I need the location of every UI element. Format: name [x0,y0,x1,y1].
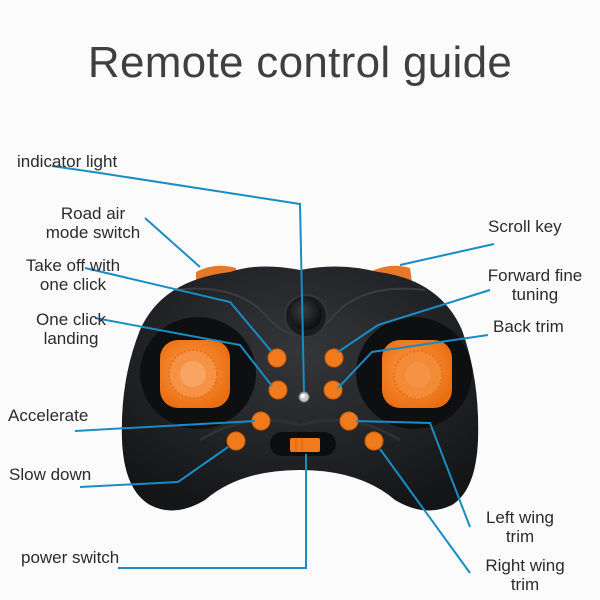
leader-forward-trim [337,289,491,353]
left-joystick [160,340,230,408]
label-left-wing-trim: Left wing trim [474,508,566,546]
leader-accelerate [74,420,256,432]
right-wing-trim-button [364,431,384,451]
label-road-air-mode-switch: Road air mode switch [34,204,152,242]
landing-button [268,380,288,400]
forward-trim-button [324,348,344,368]
label-line: trim [510,575,540,594]
label-line: trim [505,527,535,546]
leader-road-air-switch [144,217,201,268]
label-right-wing-trim: Right wing trim [474,556,576,594]
page-title: Remote control guide [87,38,513,87]
label-line: Forward fine [487,266,583,285]
label-line: One click [36,310,106,329]
label-line: Road air [60,204,126,223]
label-accelerate: Accelerate [8,406,89,425]
leader-power-switch [118,454,307,569]
right-joystick [382,340,452,408]
label-forward-fine-tuning: Forward fine tuning [476,266,594,304]
leader-right-wing-trim [379,448,471,574]
label-power-switch: power switch [21,548,120,567]
leader-take-off [84,267,273,353]
power-slider [270,432,336,456]
take-off-button [267,348,287,368]
indicator-led [298,391,310,403]
label-line: landing [43,329,99,348]
label-line: Take off with [25,256,121,275]
label-scroll-key: Scroll key [488,217,562,236]
label-line: one click [39,275,107,294]
label-line: Right wing [485,556,565,575]
label-slow-down: Slow down [9,465,92,484]
label-line: Left wing [485,508,555,527]
label-indicator-light: indicator light [17,152,118,171]
leader-landing [94,317,273,387]
leader-indicator-light [51,165,305,393]
leader-slow-down [79,446,229,488]
label-line: mode switch [45,223,141,242]
label-take-off-one-click: Take off with one click [13,256,133,294]
center-scroll-wheel [284,294,328,338]
label-back-trim: Back trim [493,317,564,336]
left-wing-trim-button [339,411,359,431]
leader-lines [51,165,495,574]
slow-down-button [226,431,246,451]
back-trim-button [323,380,343,400]
leader-left-wing-trim [355,420,471,528]
leader-back-trim [337,334,489,389]
label-one-click-landing: One click landing [26,310,116,348]
label-line: tuning [511,285,559,304]
leader-scroll-key [399,243,495,266]
